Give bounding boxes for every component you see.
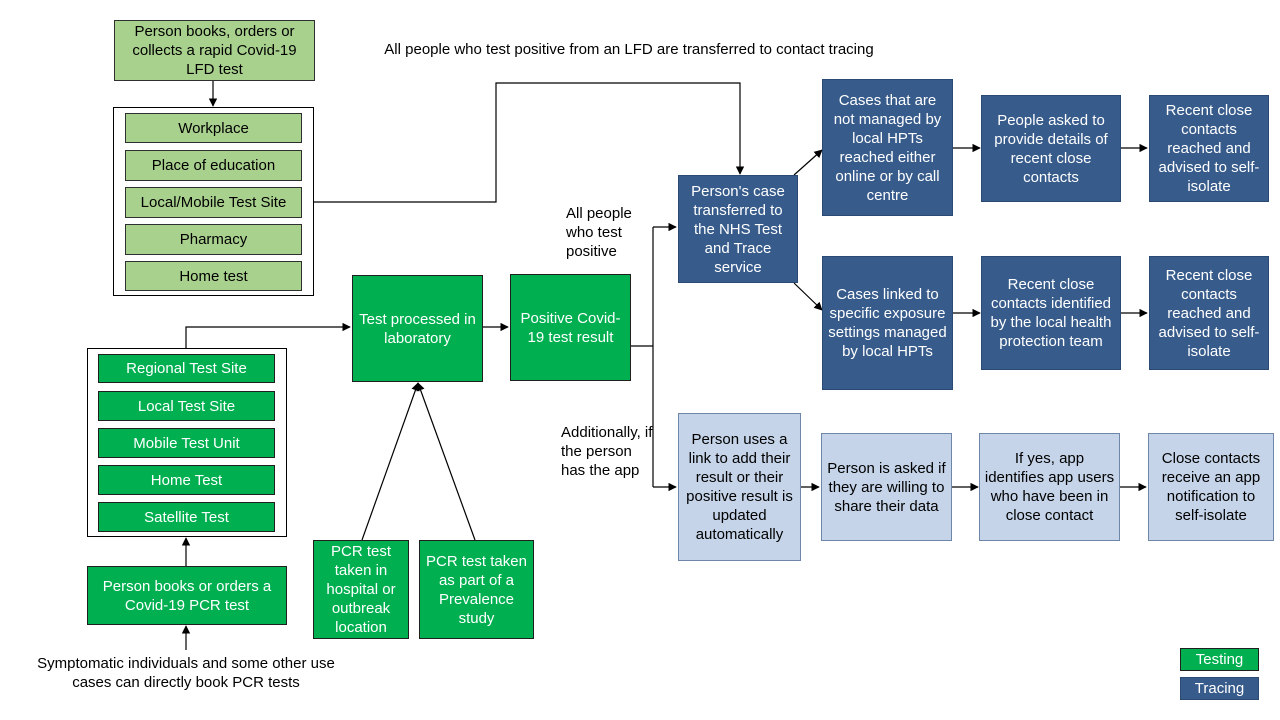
pcr-site-regional: Regional Test Site [98, 354, 275, 383]
pcr-hospital-box: PCR test taken in hospital or outbreak l… [313, 540, 409, 639]
transfer-nhs-box: Person's case transferred to the NHS Tes… [678, 175, 798, 283]
legend-testing: Testing [1180, 648, 1259, 671]
contacts-identified-box: Recent close contacts identified by the … [981, 256, 1121, 370]
lfd-site-workplace: Workplace [125, 113, 302, 143]
linked-cases-box: Cases linked to specific exposure settin… [822, 256, 953, 390]
pcr-site-satellite: Satellite Test [98, 502, 275, 532]
pcr-site-home: Home Test [98, 465, 275, 495]
lfd-site-pharmacy: Pharmacy [125, 224, 302, 255]
pcr-prevalence-box: PCR test taken as part of a Prevalence s… [419, 540, 534, 639]
lfd-site-education: Place of education [125, 150, 302, 181]
share-data-box: Person is asked if they are willing to s… [821, 433, 952, 541]
app-link-box: Person uses a link to add their result o… [678, 413, 801, 561]
lfd-site-home: Home test [125, 261, 302, 291]
all-positive-note: All people who test positive [566, 205, 632, 260]
contacts-reached-box-2: Recent close contacts reached and advise… [1149, 256, 1269, 370]
additionally-note: Additionally, if the person has the app [561, 424, 653, 479]
contacts-reached-box-1: Recent close contacts reached and advise… [1149, 95, 1269, 202]
legend-tracing: Tracing [1180, 677, 1259, 700]
app-identifies-box: If yes, app identifies app users who hav… [979, 433, 1120, 541]
lfd-site-local-mobile: Local/Mobile Test Site [125, 187, 302, 218]
positive-result-box: Positive Covid-19 test result [510, 274, 631, 381]
pcr-site-mobile-unit: Mobile Test Unit [98, 428, 275, 458]
lfd-start-box: Person books, orders or collects a rapid… [114, 20, 315, 81]
asked-details-box: People asked to provide details of recen… [981, 95, 1121, 202]
lab-processing-box: Test processed in laboratory [352, 275, 483, 382]
pcr-start-box: Person books or orders a Covid-19 PCR te… [87, 566, 287, 625]
symptomatic-note: Symptomatic individuals and some other u… [37, 655, 335, 691]
pcr-site-local: Local Test Site [98, 391, 275, 421]
app-notification-box: Close contacts receive an app notificati… [1148, 433, 1274, 541]
lfd-transfer-note: All people who test positive from an LFD… [384, 41, 874, 58]
not-managed-cases-box: Cases that are not managed by local HPTs… [822, 79, 953, 216]
